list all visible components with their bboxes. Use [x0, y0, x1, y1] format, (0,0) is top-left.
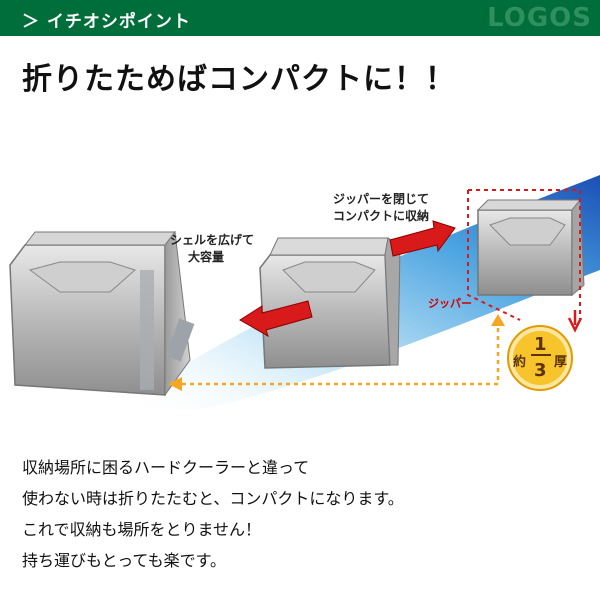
description-line: 収納場所に困るハードクーラーと違って — [22, 458, 310, 477]
callout-close-line2: コンパクトに収納 — [333, 208, 429, 223]
badge-denominator: 3 — [534, 360, 547, 381]
header-bar: ＞ イチオシポイント LOGOS — [0, 0, 600, 36]
compact-cooler — [476, 198, 585, 297]
description-text: 収納場所に困るハードクーラーと違って 使わない時は折りたたむと、コンパクトになり… — [22, 452, 404, 576]
badge-suffix: 厚 — [554, 354, 567, 370]
return-arrow-head-left — [168, 377, 182, 391]
badge-prefix: 約 — [513, 354, 526, 370]
red-arrow-right — [389, 220, 456, 257]
one-third-badge: 約 1 3 厚 — [507, 325, 573, 391]
red-arrow-left — [239, 300, 313, 338]
zipper-label: ジッパー — [428, 297, 472, 310]
brand-logo: LOGOS — [487, 3, 592, 33]
callout-close-line1: ジッパーを閉じて — [333, 192, 429, 206]
page-headline: 折りたためばコンパクトに！！ — [22, 62, 456, 97]
return-dotted-path — [180, 320, 500, 386]
description-line: 持ち運びもとっても楽です。 — [22, 551, 227, 570]
open-cooler — [9, 230, 195, 397]
description-line: 使わない時は折りたたむと、コンパクトになります。 — [22, 489, 404, 508]
badge-numerator: 1 — [534, 334, 547, 355]
header-title: ＞ イチオシポイント — [22, 12, 191, 32]
return-arrow-head-up — [491, 314, 505, 326]
callout-open-line2: 大容量 — [188, 249, 224, 264]
description-line: これで収納も場所をとりません！ — [22, 520, 262, 539]
fold-outline-dotted — [467, 189, 581, 321]
mid-cooler — [259, 237, 401, 369]
folding-cooler-illustration: シェルを広げて 大容量 ジッパーを閉じて コンパクトに収納 ジッパー 約 1 3… — [0, 120, 600, 410]
fold-down-arrow — [567, 310, 583, 333]
callout-open-line1: シェルを広げて — [170, 232, 254, 247]
